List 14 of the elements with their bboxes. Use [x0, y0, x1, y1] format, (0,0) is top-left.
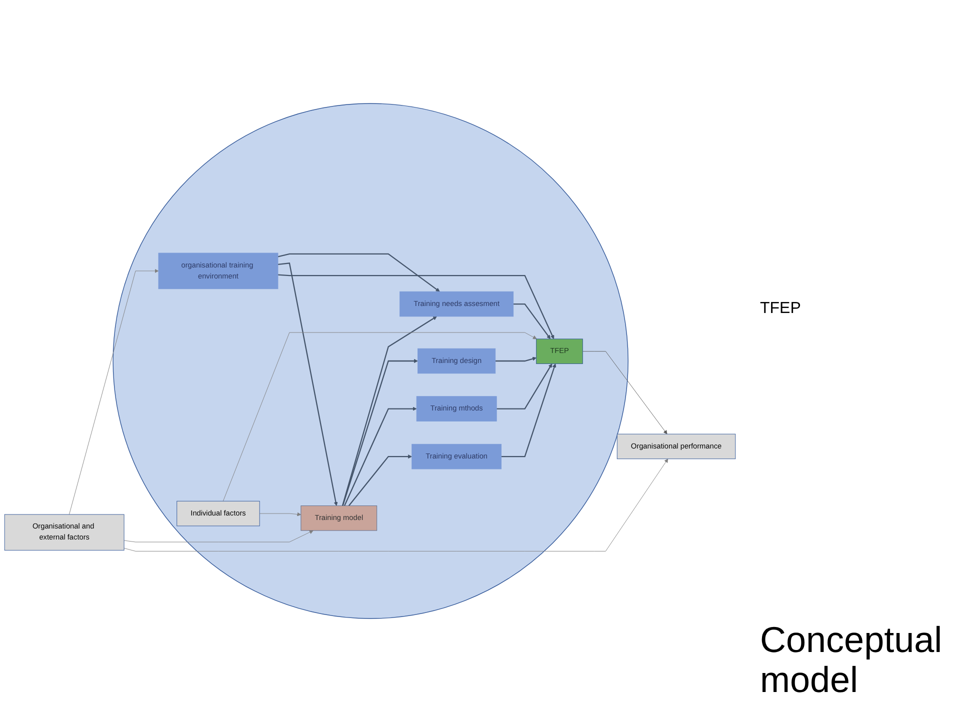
arrow [278, 262, 338, 506]
arrow [513, 303, 551, 340]
note-text: TFEP [760, 300, 801, 318]
arrow [342, 316, 437, 506]
arrow [496, 364, 552, 410]
arrow [278, 253, 440, 292]
arrow [501, 364, 556, 458]
caption: Conceptual model [760, 620, 944, 700]
cluster [112, 103, 628, 619]
arrow [495, 356, 536, 362]
arrow [278, 274, 554, 340]
arrow [344, 406, 417, 506]
arrow [348, 454, 412, 506]
arrow [342, 358, 418, 506]
